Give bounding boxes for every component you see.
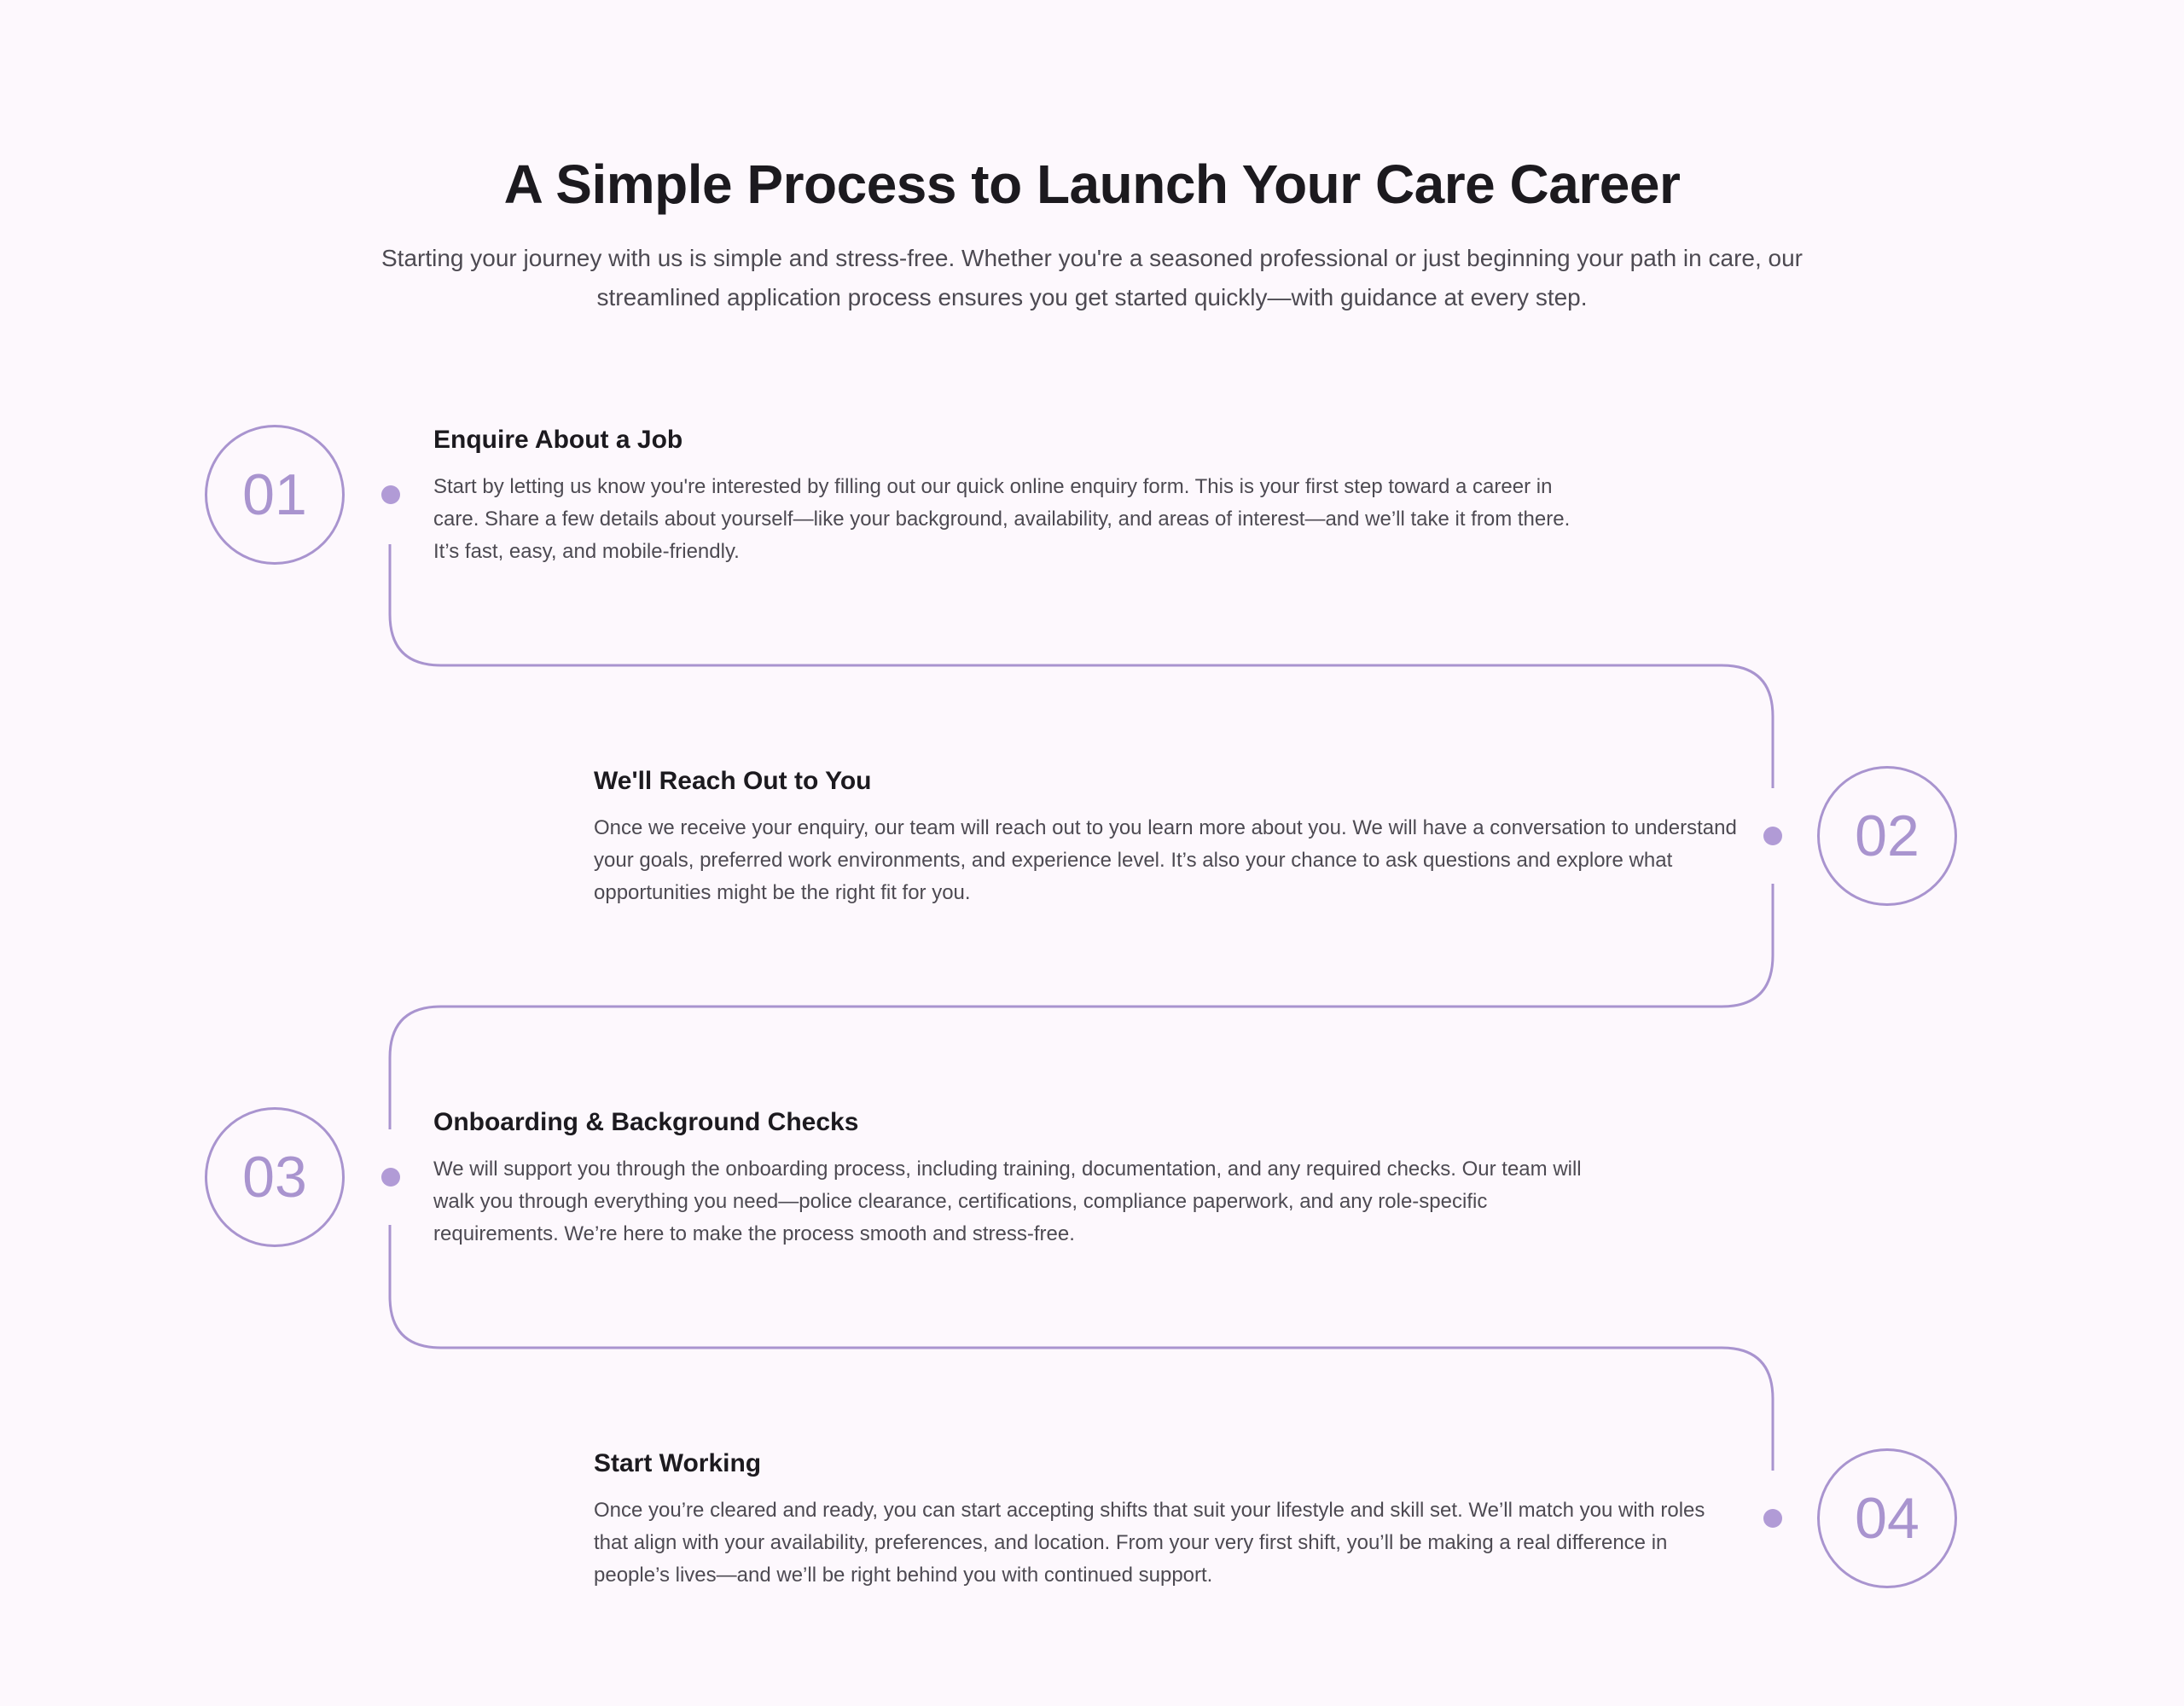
step-number-01: 01 — [205, 425, 345, 565]
step-title-04: Start Working — [594, 1449, 762, 1477]
intro-text: Starting your journey with us is simple … — [381, 245, 1803, 310]
step-number-03: 03 — [205, 1107, 345, 1247]
step-description-01: Start by letting us know you're interest… — [433, 475, 1571, 563]
step-title-03: Onboarding & Background Checks — [433, 1108, 859, 1136]
step-number-02: 02 — [1817, 766, 1957, 906]
step-title-02: We'll Reach Out to You — [594, 767, 872, 795]
timeline-dot-03 — [381, 1168, 400, 1187]
page-title: A Simple Process to Launch Your Care Car… — [503, 154, 1681, 215]
timeline-dot-01 — [381, 485, 400, 504]
step-description-04: Once you’re cleared and ready, you can s… — [594, 1499, 1705, 1587]
step-title-01: Enquire About a Job — [433, 426, 683, 454]
step-number-04: 04 — [1817, 1448, 1957, 1588]
step-description-02: Once we receive your enquiry, our team w… — [594, 816, 1737, 904]
timeline-dot-04 — [1763, 1509, 1782, 1528]
step-description-03: We will support you through the onboardi… — [433, 1158, 1582, 1245]
timeline-path — [388, 544, 1774, 1471]
timeline-dot-02 — [1763, 827, 1782, 845]
